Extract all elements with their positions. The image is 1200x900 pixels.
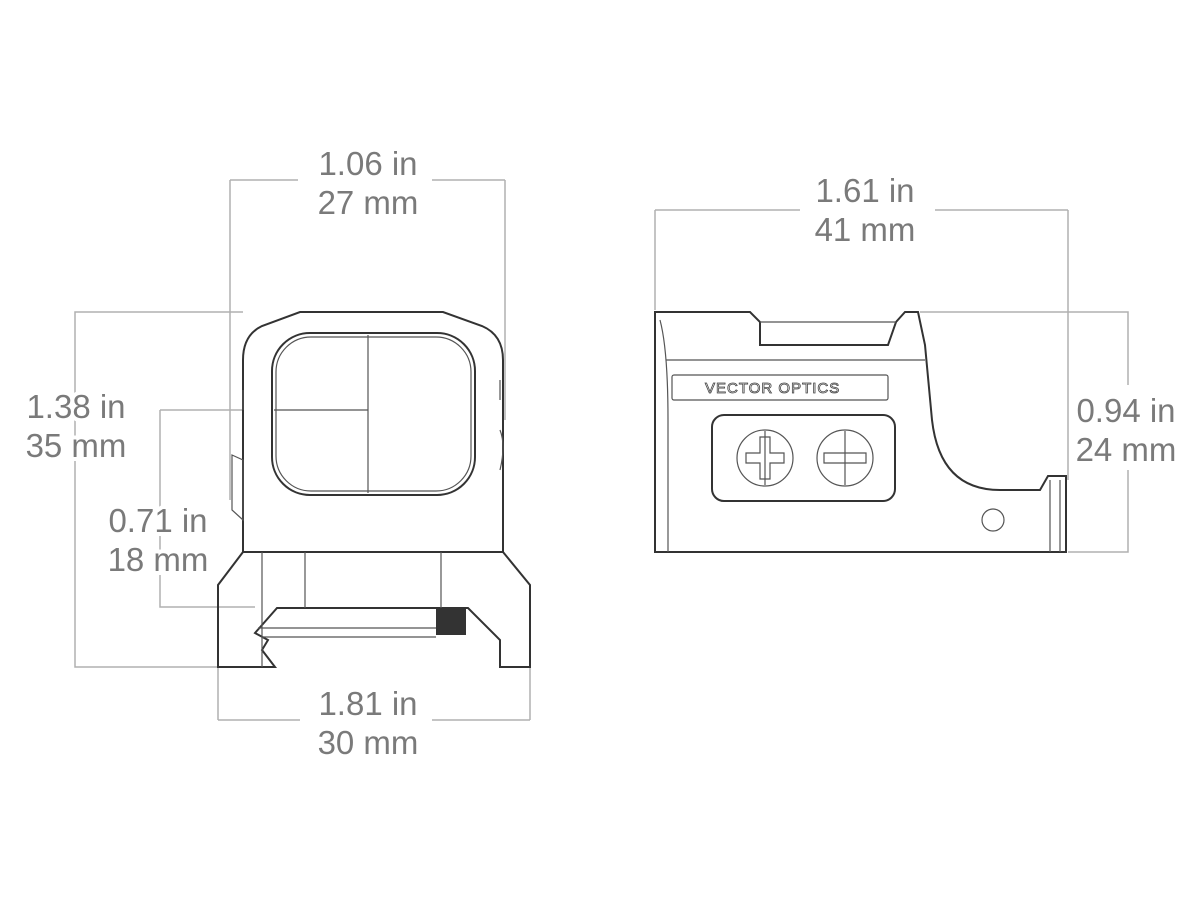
side-height-mm: 24 mm [1076, 431, 1177, 468]
side-height-in: 0.94 in [1076, 392, 1175, 429]
windage-adjust-icon [816, 429, 874, 487]
base-width-in: 1.81 in [318, 685, 417, 722]
front-width-in: 1.06 in [318, 145, 417, 182]
front-height-mm: 35 mm [26, 427, 127, 464]
window-height-mm: 18 mm [108, 541, 209, 578]
turret-panel [711, 414, 896, 502]
window-height-in: 0.71 in [108, 502, 207, 539]
base-width-mm: 30 mm [318, 724, 419, 761]
front-height-in: 1.38 in [26, 388, 125, 425]
elevation-adjust-icon [736, 429, 794, 487]
front-width-mm: 27 mm [318, 184, 419, 221]
side-length-mm: 41 mm [815, 211, 916, 248]
vector-optics-logo: VECTOR OPTICS [705, 380, 840, 397]
side-dimension-lines [654, 209, 1129, 553]
logo-panel [671, 374, 889, 401]
thread-screw [436, 608, 466, 635]
front-view-sight [217, 311, 531, 668]
side-view-sight: VECTOR OPTICS [654, 311, 1067, 553]
battery-button-icon [981, 508, 1005, 532]
side-length-in: 1.61 in [815, 172, 914, 209]
